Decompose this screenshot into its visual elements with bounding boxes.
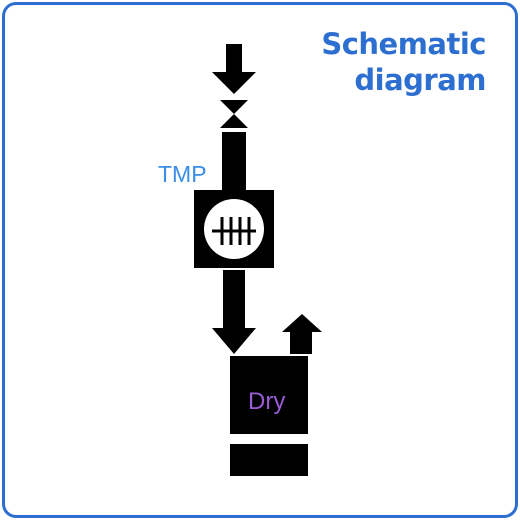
heading-line-2: diagram bbox=[354, 63, 486, 97]
dry-pump-base bbox=[230, 444, 308, 476]
inlet-pipe bbox=[222, 132, 246, 192]
exhaust-arrow-icon bbox=[282, 314, 322, 354]
dry-pump-box bbox=[230, 356, 308, 434]
tmp-label: TMP bbox=[158, 161, 207, 187]
inlet-arrow-icon bbox=[212, 44, 256, 94]
valve-icon bbox=[220, 100, 248, 128]
diagram-heading: Schematic diagram bbox=[321, 26, 486, 98]
turbo-pump-icon bbox=[194, 190, 274, 268]
heading-line-1: Schematic bbox=[321, 27, 486, 61]
dry-pump-label: Dry bbox=[248, 388, 285, 415]
foreline-arrow-icon bbox=[212, 270, 256, 354]
